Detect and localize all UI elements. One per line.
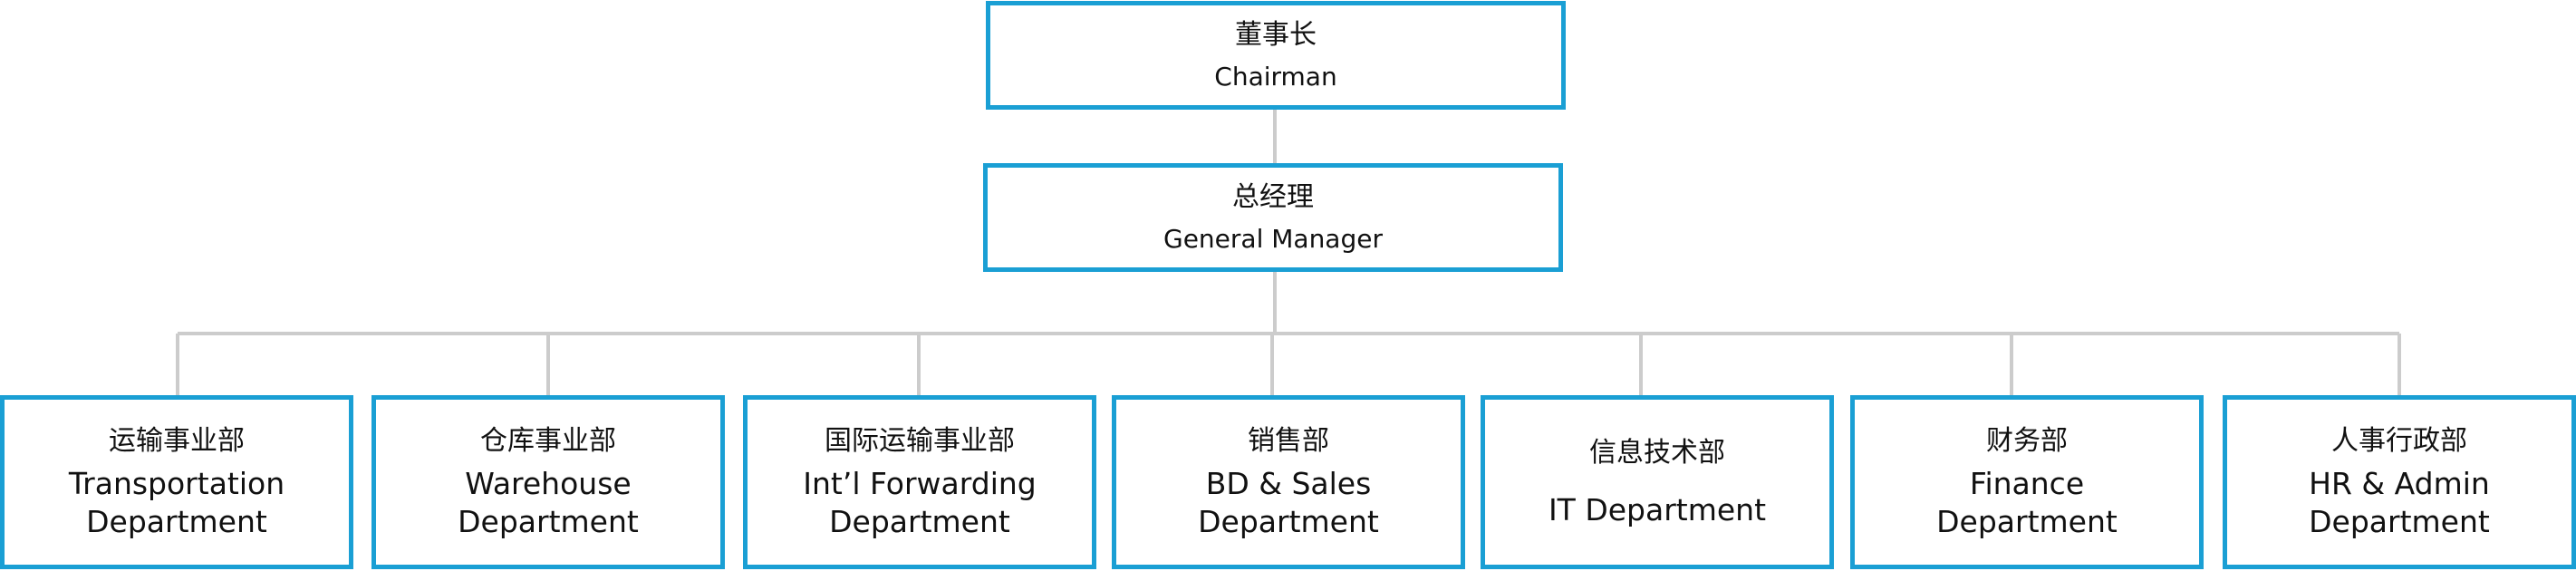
dept-transportation-cn: 运输事业部: [109, 425, 245, 457]
dept-intl-forwarding-cn: 国际运输事业部: [825, 425, 1015, 457]
dept-warehouse-en-line2: Department: [458, 504, 639, 539]
dept-hr-admin-cn: 人事行政部: [2331, 425, 2467, 457]
general-manager-title-en: General Manager: [1163, 224, 1383, 254]
dept-transportation-box: 运输事业部 Transportation Department: [0, 395, 353, 569]
dept-bd-sales-en-line1: BD & Sales: [1205, 466, 1372, 501]
dept-transportation-en-line2: Department: [86, 504, 267, 539]
dept-warehouse-box: 仓库事业部 Warehouse Department: [371, 395, 725, 569]
chairman-title-en: Chairman: [1214, 62, 1337, 92]
general-manager-title-cn: 总经理: [1232, 181, 1314, 213]
dept-it-en-line1: IT Department: [1548, 492, 1767, 527]
dept-hr-admin-en-line2: Department: [2309, 504, 2490, 539]
dept-warehouse-en-line1: Warehouse: [465, 466, 632, 501]
dept-finance-cn: 财务部: [1986, 425, 2068, 457]
dept-intl-forwarding-box: 国际运输事业部 Int’l Forwarding Department: [743, 395, 1096, 569]
dept-hr-admin-en-line1: HR & Admin: [2309, 466, 2490, 501]
dept-finance-en-line1: Finance: [1969, 466, 2085, 501]
dept-warehouse-cn: 仓库事业部: [480, 425, 616, 457]
general-manager-box: 总经理 General Manager: [983, 163, 1563, 272]
chairman-title-cn: 董事长: [1235, 19, 1317, 51]
chairman-box: 董事长 Chairman: [986, 1, 1566, 110]
dept-intl-forwarding-en-line1: Int’l Forwarding: [803, 466, 1037, 501]
dept-finance-box: 财务部 Finance Department: [1850, 395, 2204, 569]
dept-it-cn: 信息技术部: [1589, 437, 1725, 469]
dept-hr-admin-box: 人事行政部 HR & Admin Department: [2223, 395, 2576, 569]
dept-intl-forwarding-en-line2: Department: [829, 504, 1010, 539]
dept-transportation-en-line1: Transportation: [68, 466, 285, 501]
dept-bd-sales-box: 销售部 BD & Sales Department: [1112, 395, 1465, 569]
dept-it-box: 信息技术部 IT Department: [1481, 395, 1834, 569]
dept-bd-sales-en-line2: Department: [1198, 504, 1379, 539]
dept-bd-sales-cn: 销售部: [1248, 425, 1329, 457]
dept-finance-en-line2: Department: [1936, 504, 2118, 539]
